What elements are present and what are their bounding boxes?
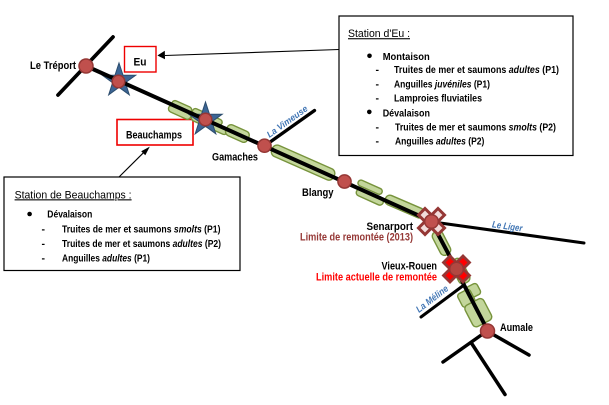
svg-text:-: - <box>376 64 380 76</box>
svg-text:-: - <box>42 224 46 236</box>
svg-text:Station de Beauchamps :: Station de Beauchamps : <box>15 189 132 201</box>
svg-text:Lamproies fluviatiles: Lamproies fluviatiles <box>394 93 482 105</box>
svg-text:Aumale: Aumale <box>500 322 533 334</box>
svg-text:-: - <box>42 238 46 250</box>
svg-text:Anguilles juvéniles (P1): Anguilles juvéniles (P1) <box>394 78 490 90</box>
svg-text:Montaison: Montaison <box>383 51 430 63</box>
svg-text:Eu: Eu <box>134 57 147 69</box>
svg-text:Vieux-Rouen: Vieux-Rouen <box>382 261 438 273</box>
svg-text:-: - <box>376 122 380 134</box>
svg-text:Limite actuelle de remontée: Limite actuelle de remontée <box>316 272 437 284</box>
svg-text:Dévalaison: Dévalaison <box>47 209 92 221</box>
svg-text:Station d'Eu :: Station d'Eu : <box>348 28 410 40</box>
svg-text:-: - <box>376 136 380 148</box>
svg-text:Dévalaison: Dévalaison <box>383 108 430 120</box>
svg-text:-: - <box>42 252 46 264</box>
svg-text:Limite de remontée (2013): Limite de remontée (2013) <box>300 232 413 244</box>
svg-text:Le Tréport: Le Tréport <box>30 60 76 72</box>
svg-text:Truites de mer et saumons smol: Truites de mer et saumons smolts (P2) <box>395 122 556 134</box>
svg-text:Anguilles adultes (P2): Anguilles adultes (P2) <box>395 136 484 148</box>
svg-text:Truites de mer et saumons smol: Truites de mer et saumons smolts (P1) <box>62 224 221 236</box>
svg-text:Anguilles adultes (P1): Anguilles adultes (P1) <box>62 252 150 264</box>
svg-text:-: - <box>376 78 380 90</box>
svg-text:Beauchamps: Beauchamps <box>126 130 182 142</box>
svg-text:Blangy: Blangy <box>302 187 334 199</box>
svg-text:Senarport: Senarport <box>367 221 414 233</box>
svg-text:Truites de mer et saumons adul: Truites de mer et saumons adultes (P1) <box>394 64 559 76</box>
svg-text:Gamaches: Gamaches <box>212 152 258 164</box>
svg-text:-: - <box>376 93 380 105</box>
svg-text:Le Liger: Le Liger <box>491 219 524 234</box>
svg-text:Truites de mer et saumons adul: Truites de mer et saumons adultes (P2) <box>62 238 221 250</box>
